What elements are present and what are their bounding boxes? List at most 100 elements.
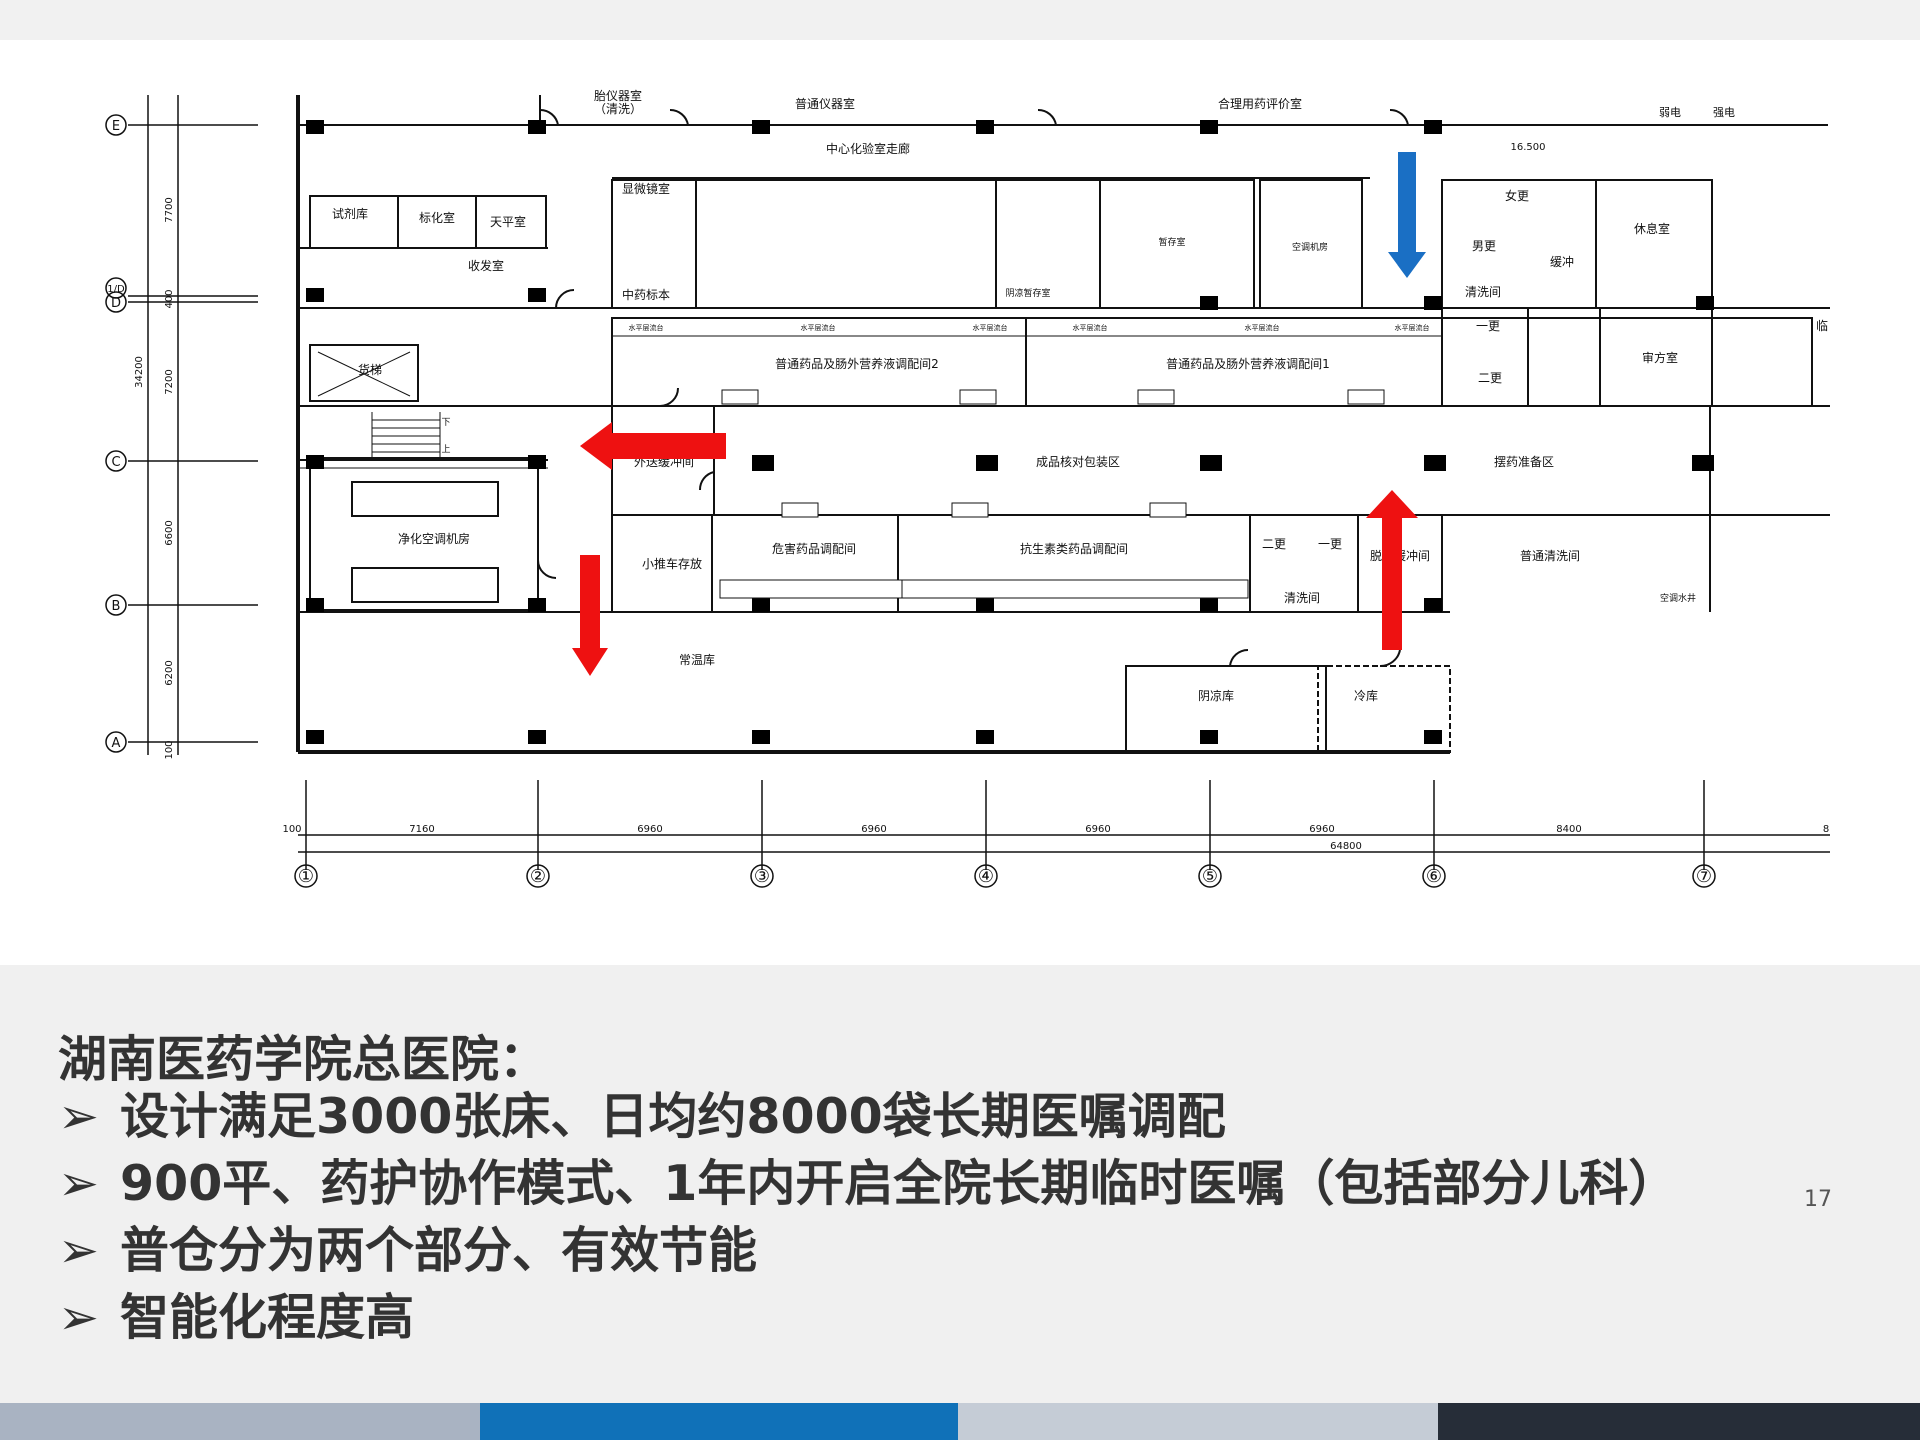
bullet-text: 普仓分为两个部分、有效节能 (120, 1222, 758, 1279)
room-label: 普通清洗间 (1520, 549, 1580, 563)
room-label: 男更 (1472, 239, 1496, 253)
room-label: 货梯 (358, 362, 382, 377)
room-label: 暂存室 (1158, 236, 1185, 248)
room-label: 清洗间 (1284, 591, 1320, 605)
bullet-text: 智能化程度高 (120, 1289, 415, 1346)
col-dimension: 7160 (409, 824, 434, 835)
axis-row-label: A (112, 736, 121, 751)
bullet-text: 设计满足3000张床、日均约8000袋长期医嘱调配 (120, 1088, 1226, 1145)
axis-col-label: ⑦ (1696, 866, 1712, 887)
room-label: 女更 (1505, 188, 1529, 203)
room-label: 小推车存放 (642, 556, 702, 571)
room-label: 空调水井 (1660, 592, 1696, 604)
col-dimension: 6960 (1309, 824, 1334, 835)
bullet-arrow-icon: ➢ (58, 1088, 100, 1145)
room-label: 二更 (1478, 371, 1502, 385)
room-label: 摆药准备区 (1494, 455, 1554, 469)
room-label: 下 (441, 418, 450, 428)
red-flow-arrow-up (1366, 490, 1418, 650)
room-label: 净化空调机房 (398, 531, 470, 546)
bullet-item: ➢ 智能化程度高 (58, 1284, 1677, 1351)
room-label: （清洗） (594, 102, 642, 116)
room-label: 收发室 (468, 258, 504, 273)
footer-bar-4 (1438, 1403, 1920, 1440)
room-label: 合理用药评价室 (1218, 96, 1302, 111)
axis-row-label: B (112, 599, 121, 614)
floor-plan: E 1/D D C B A ① ② ③ ④ ⑤ ⑥ ⑦ 7700 400 720… (0, 40, 1920, 965)
room-label: 一更 (1476, 319, 1500, 333)
bullet-arrow-icon: ➢ (58, 1222, 100, 1279)
axis-col-label: ② (530, 866, 546, 887)
bench-label: 水平层流台 (1395, 323, 1430, 332)
axis-col-label: ④ (978, 866, 994, 887)
row-dimension: 100 (164, 740, 175, 759)
axis-row-label: 1/D (107, 284, 125, 295)
room-label: 空调机房 (1292, 241, 1328, 253)
bench-label: 水平层流台 (1245, 323, 1280, 332)
room-label: 胎仪器室 (594, 88, 642, 103)
col-dimension: 6960 (1085, 824, 1110, 835)
footer-bar-1 (0, 1403, 480, 1440)
bench-label: 水平层流台 (801, 323, 836, 332)
col-dimension: 8 (1823, 824, 1829, 835)
col-dimension: 8400 (1556, 824, 1581, 835)
room-label: 抗生素类药品调配间 (1020, 541, 1128, 556)
axis-col-label: ⑤ (1202, 866, 1218, 887)
bullet-item: ➢ 900平、药护协作模式、1年内开启全院长期临时医嘱（包括部分儿科） (58, 1150, 1677, 1217)
room-label: 强电 (1713, 106, 1735, 119)
page-number: 17 (1804, 1187, 1832, 1212)
elevation-mark: 16.500 (1511, 142, 1546, 153)
room-label: 二更 (1262, 537, 1286, 551)
row-dimension: 6200 (164, 660, 175, 685)
room-label: 危害药品调配间 (772, 541, 856, 556)
axis-row-label: C (111, 455, 120, 470)
room-label: 弱电 (1659, 106, 1681, 119)
room-label: 审方室 (1642, 350, 1678, 365)
room-label: 阴凉库 (1198, 688, 1234, 703)
room-label: 缓冲 (1550, 254, 1574, 269)
axis-col-label: ⑥ (1426, 866, 1442, 887)
axis-col-label: ① (298, 866, 314, 887)
room-label: 清洗间 (1465, 285, 1501, 299)
bench-label: 水平层流台 (629, 323, 664, 332)
bullet-text: 900平、药护协作模式、1年内开启全院长期临时医嘱（包括部分儿科） (120, 1155, 1678, 1212)
axis-row-label: D (111, 296, 121, 311)
bullet-list: ➢ 设计满足3000张床、日均约8000袋长期医嘱调配 ➢ 900平、药护协作模式、… (58, 1083, 1677, 1351)
blue-flow-arrow-down (1388, 152, 1426, 278)
room-label: 中药标本 (622, 287, 670, 302)
room-label: 试剂库 (332, 206, 368, 221)
bullet-arrow-icon: ➢ (58, 1155, 100, 1212)
room-label: 阴凉暂存室 (1005, 287, 1050, 299)
axis-col-label: ③ (754, 866, 770, 887)
row-dimension: 7700 (164, 197, 175, 222)
room-label: 一更 (1318, 537, 1342, 551)
footer-bar-2 (480, 1403, 958, 1440)
room-label: 普通仪器室 (795, 96, 855, 111)
col-dimension: 100 (282, 824, 301, 835)
row-dimension: 6600 (164, 520, 175, 545)
red-flow-arrow-left (580, 422, 726, 470)
bullet-arrow-icon: ➢ (58, 1289, 100, 1346)
room-label: 成品核对包装区 (1036, 455, 1120, 469)
row-dimension: 7200 (164, 369, 175, 394)
room-label: 标化室 (419, 210, 455, 225)
floor-plan-drawing: E 1/D D C B A ① ② ③ ④ ⑤ ⑥ ⑦ 7700 400 720… (105, 88, 1830, 888)
room-label: 上 (441, 444, 450, 455)
room-label: 常温库 (679, 652, 715, 667)
room-label: 中心化验室走廊 (826, 141, 910, 156)
col-dimension: 6960 (861, 824, 886, 835)
room-label: 普通药品及肠外营养液调配间2 (775, 356, 939, 371)
slide-heading: 湖南医药学院总医院： (58, 1031, 549, 1088)
top-strip (0, 0, 1920, 40)
bench-label: 水平层流台 (1073, 323, 1108, 332)
room-label: 显微镜室 (622, 181, 670, 196)
room-label: 休息室 (1634, 221, 1670, 236)
bullet-item: ➢ 设计满足3000张床、日均约8000袋长期医嘱调配 (58, 1083, 1677, 1150)
flow-arrows (572, 152, 1426, 676)
col-dimension: 6960 (637, 824, 662, 835)
room-label: 冷库 (1354, 688, 1378, 703)
bench-label: 水平层流台 (973, 323, 1008, 332)
bullet-item: ➢ 普仓分为两个部分、有效节能 (58, 1217, 1677, 1284)
room-label: 普通药品及肠外营养液调配间1 (1166, 356, 1330, 371)
total-height-dimension: 34200 (134, 356, 145, 388)
